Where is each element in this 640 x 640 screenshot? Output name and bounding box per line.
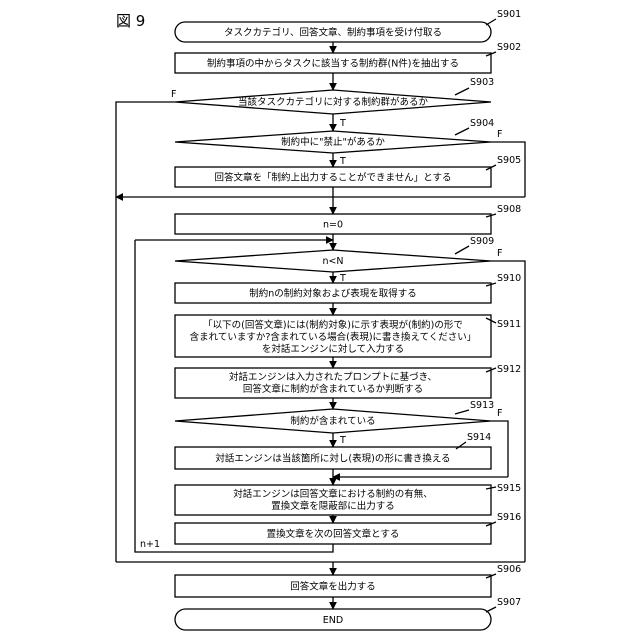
step-s912-line-2: 回答文章に制約が含まれているか判断する xyxy=(243,383,423,395)
step-id-s912: S912 xyxy=(497,364,521,375)
branch-s904-false: F xyxy=(497,129,502,140)
branch-s913-false: F xyxy=(497,408,502,419)
step-id-s901: S901 xyxy=(497,9,521,20)
step-id-s905: S905 xyxy=(497,155,521,166)
step-s908-text: n=0 xyxy=(323,220,343,231)
step-s913-text: 制約が含まれている xyxy=(290,415,375,427)
leader-s907 xyxy=(486,607,496,612)
step-s914-text: 対話エンジンは当該箇所に対し(表現)の形に書き換える xyxy=(215,453,450,465)
leader-s904 xyxy=(455,128,469,135)
loop-increment-label: n+1 xyxy=(140,539,160,550)
branch-s913-true: T xyxy=(339,435,346,446)
step-id-s907: S907 xyxy=(497,597,521,608)
step-id-s909: S909 xyxy=(470,236,494,247)
branch-s909-true: T xyxy=(339,273,346,284)
step-id-s910: S910 xyxy=(497,273,521,284)
branch-s904-true: T xyxy=(339,156,346,167)
step-s901-text: タスクカテゴリ、回答文章、制約事項を受け付取る xyxy=(224,27,442,39)
step-s912-line-1: 対話エンジンは入力されたプロンプトに基づき、 xyxy=(229,371,437,383)
step-id-s908: S908 xyxy=(497,204,521,215)
leader-s901 xyxy=(486,19,496,25)
connector-s903-false xyxy=(116,102,175,562)
step-s903-text: 当該タスクカテゴリに対する制約群があるか xyxy=(238,96,429,108)
step-s906-text: 回答文章を出力する xyxy=(290,581,376,593)
step-s911-line-1: 「以下の(回答文章)には(制約対象)に示す表現が(制約)の形で xyxy=(203,319,463,331)
leader-s903 xyxy=(455,88,469,95)
step-id-s913: S913 xyxy=(470,400,494,411)
step-id-s904: S904 xyxy=(470,118,494,129)
step-s907-text: END xyxy=(323,615,343,626)
branch-s903-true: T xyxy=(339,118,346,129)
step-s916-text: 置換文章を次の回答文章とする xyxy=(267,528,400,540)
connector-s904-false xyxy=(491,142,525,197)
step-id-s903: S903 xyxy=(470,77,494,88)
step-s905-text: 回答文章を「制約上出力することができません」とする xyxy=(215,172,452,184)
branch-s909-false: F xyxy=(497,248,502,259)
step-s911-line-2: 含まれていますか?含まれている場合(表現)に書き換えてください」 xyxy=(190,331,477,343)
leader-s909 xyxy=(455,246,469,254)
step-id-s916: S916 xyxy=(497,512,521,523)
step-id-s902: S902 xyxy=(497,42,521,53)
step-s902-text: 制約事項の中からタスクに該当する制約群(N件)を抽出する xyxy=(207,58,459,70)
step-id-s915: S915 xyxy=(497,483,521,494)
branch-s903-false: F xyxy=(171,89,176,100)
step-s915-line-1: 対話エンジンは回答文章における制約の有無、 xyxy=(233,488,433,500)
step-s915-line-2: 置換文章を隠蔽部に出力する xyxy=(271,500,395,512)
step-s911-line-3: を対話エンジンに対して入力する xyxy=(262,343,404,355)
step-id-s906: S906 xyxy=(497,564,521,575)
connector-s913-false xyxy=(491,421,508,477)
step-s904-text: 制約中に"禁止"があるか xyxy=(281,136,385,148)
step-s910-text: 制約nの制約対象および表現を取得する xyxy=(249,288,417,300)
step-id-s914: S914 xyxy=(467,432,491,443)
step-s909-text: n<N xyxy=(322,256,343,267)
figure-label: 図 9 xyxy=(116,12,145,30)
step-id-s911: S911 xyxy=(497,319,521,330)
leader-s913 xyxy=(455,410,469,414)
